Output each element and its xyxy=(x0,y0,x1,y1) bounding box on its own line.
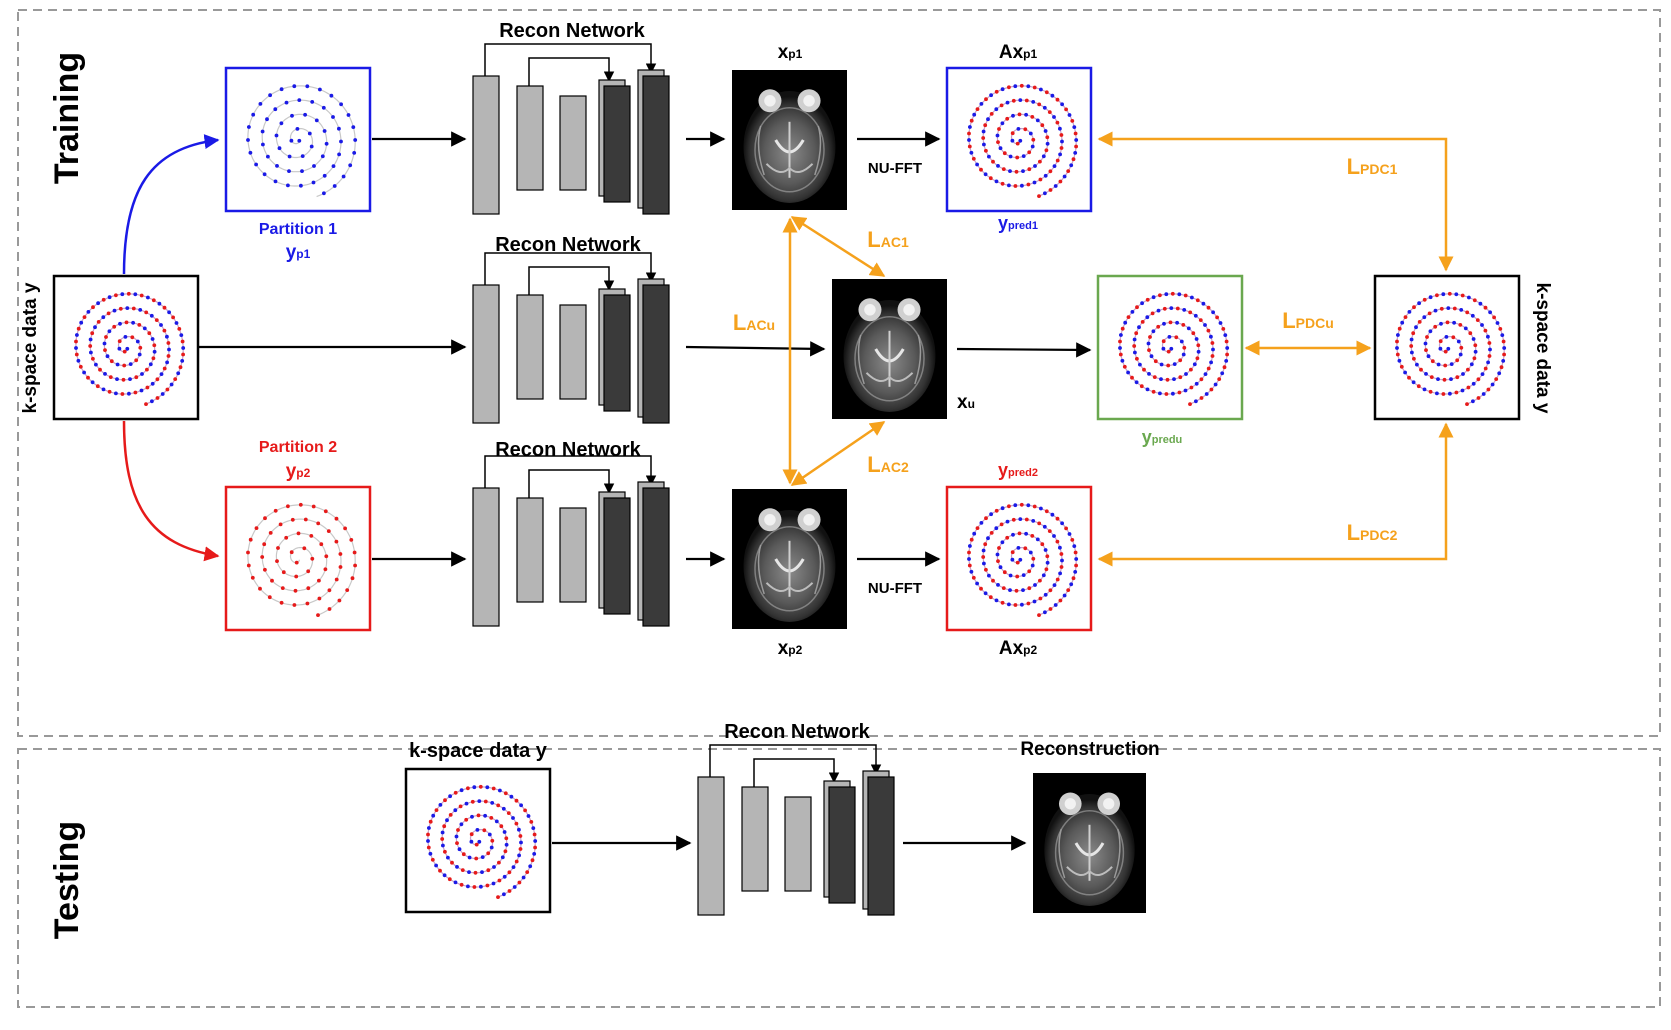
loss-arrow-pdc2 xyxy=(1097,422,1454,567)
training-title: Training xyxy=(48,52,86,184)
loss-ac2-label: LAC2 xyxy=(867,452,909,477)
spiral-kspace-icon xyxy=(246,84,358,198)
mri-x-p2 xyxy=(732,489,847,629)
unet-icon xyxy=(472,43,670,215)
nufft-label-1: NU-FFT xyxy=(868,160,922,177)
recon-network-test xyxy=(697,744,895,916)
brain-mri-icon xyxy=(743,89,836,203)
spiral-kspace-icon xyxy=(1118,291,1230,406)
brain-mri-icon xyxy=(843,298,936,412)
spiral-kspace-icon xyxy=(74,291,186,406)
mri-x-u xyxy=(832,279,947,419)
unet-icon xyxy=(472,455,670,627)
recon-network-label-test: Recon Network xyxy=(724,721,870,743)
recon-network-u xyxy=(472,252,670,424)
loss-arrow-ac2 xyxy=(790,420,886,487)
testing-section-frame xyxy=(17,748,1661,1008)
unet-icon xyxy=(697,744,895,916)
loss-acu-label: LACu xyxy=(733,310,775,335)
recon-network-label-1: Recon Network xyxy=(499,20,645,42)
partition2-label: Partition 2 xyxy=(259,439,337,456)
y-p1-label: yp1 xyxy=(286,242,311,263)
kspace-target-label: k-space data y xyxy=(1532,283,1553,414)
reconstruction-label: Reconstruction xyxy=(1020,739,1159,760)
kspace-pred2-box xyxy=(945,485,1093,632)
recon-network-label-2: Recon Network xyxy=(495,439,641,461)
spiral-kspace-icon xyxy=(246,502,357,617)
loss-pdcu-label: LPDCu xyxy=(1282,308,1334,333)
brain-mri-icon xyxy=(1044,792,1135,906)
training-section-frame xyxy=(17,9,1661,737)
kspace-input-label: k-space data y xyxy=(20,282,41,413)
unet-icon xyxy=(472,252,670,424)
kspace-pred1-box xyxy=(945,66,1093,213)
nufft-label-2: NU-FFT xyxy=(868,580,922,597)
arrow-xu-to-predu xyxy=(956,342,1092,358)
mri-x-p1 xyxy=(732,70,847,210)
x-p1-label: xp1 xyxy=(778,42,803,63)
arrow-partition2 xyxy=(122,420,220,562)
mri-reconstruction xyxy=(1033,773,1146,913)
arrow-partition1 xyxy=(122,134,220,275)
y-pred2-label: ypred2 xyxy=(998,460,1038,480)
testing-title: Testing xyxy=(48,821,86,939)
kspace-predu-box xyxy=(1096,274,1244,421)
kspace-partition1-box xyxy=(224,66,372,213)
x-p2-label: xp2 xyxy=(778,638,803,659)
y-pred1-label: ypred1 xyxy=(998,213,1038,233)
y-p2-label: yp2 xyxy=(286,461,311,482)
spiral-kspace-icon xyxy=(1395,291,1507,406)
spiral-kspace-icon xyxy=(967,83,1079,199)
kspace-test-box xyxy=(404,767,552,914)
y-predu-label: ypredu xyxy=(1142,427,1183,447)
loss-ac1-label: LAC1 xyxy=(867,227,909,252)
spiral-kspace-icon xyxy=(426,784,538,899)
loss-arrow-ac1 xyxy=(790,215,886,278)
kspace-test-label: k-space data y xyxy=(409,740,548,762)
partition1-label: Partition 1 xyxy=(259,221,337,238)
recon-network-1 xyxy=(472,43,670,215)
loss-arrow-pdc1 xyxy=(1097,131,1454,272)
kspace-input-box xyxy=(52,274,200,421)
loss-pdc2-label: LPDC2 xyxy=(1347,520,1398,545)
loss-pdc1-label: LPDC1 xyxy=(1347,154,1398,179)
ax-p2-label: Axp2 xyxy=(999,638,1038,659)
ax-p1-label: Axp1 xyxy=(999,42,1038,63)
spiral-kspace-icon xyxy=(967,502,1079,617)
brain-mri-icon xyxy=(743,508,836,622)
recon-network-label-u: Recon Network xyxy=(495,234,641,256)
x-u-label: xu xyxy=(957,392,975,413)
recon-network-2 xyxy=(472,455,670,627)
arrow-netu-to-xu xyxy=(685,341,826,357)
kspace-target-box xyxy=(1373,274,1521,421)
kspace-partition2-box xyxy=(224,485,372,632)
